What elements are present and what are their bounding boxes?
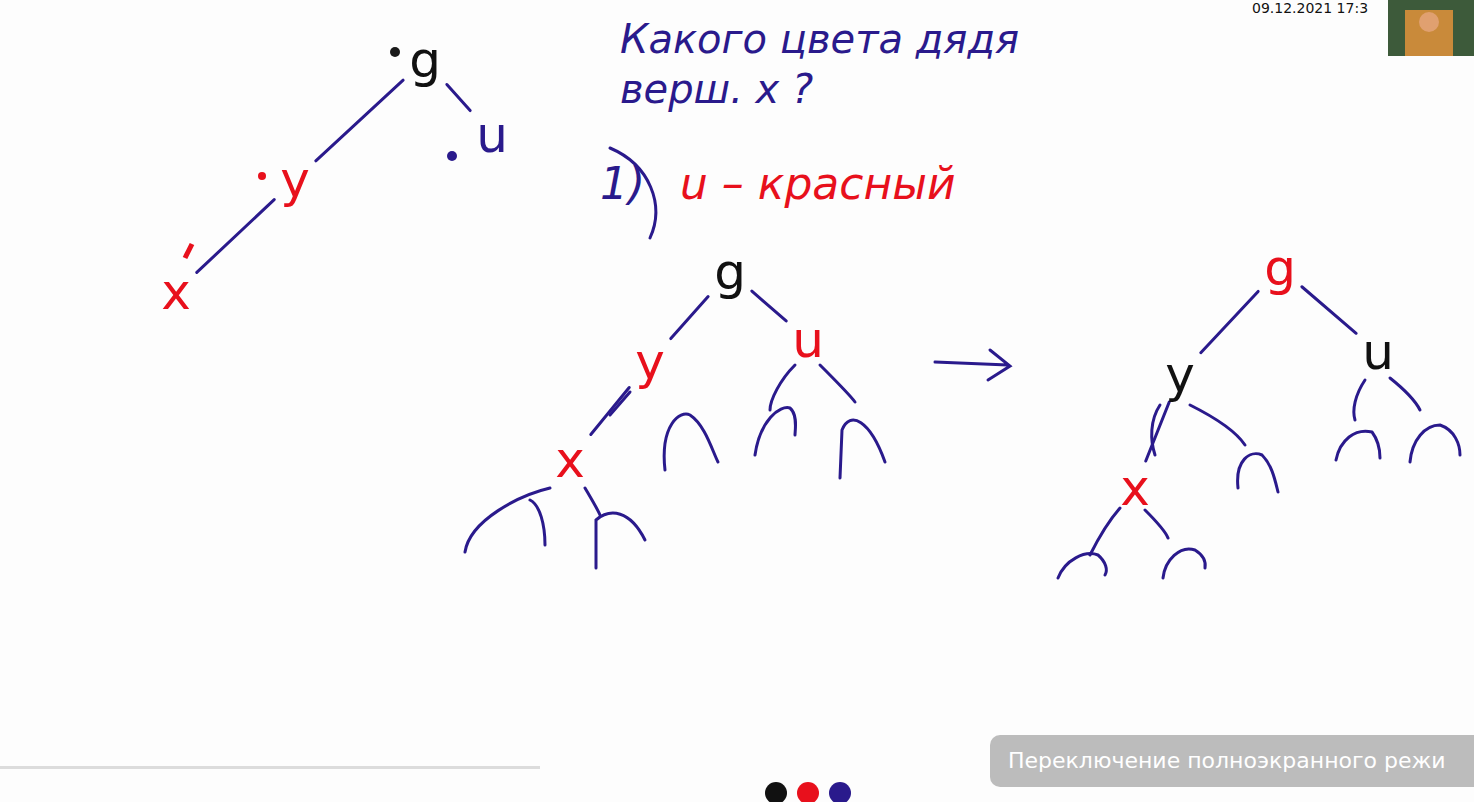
tree-node: u (470, 108, 514, 162)
node-letter: u (1362, 323, 1394, 381)
handwritten-title: Какого цвета дядя верш. x ? (620, 14, 1090, 114)
node-letter: u (476, 106, 508, 164)
note-label: 09.12.2021 17:3 (1252, 0, 1368, 16)
tree-node: x (155, 265, 197, 319)
node-letter: x (1120, 459, 1150, 517)
transform-arrow (935, 350, 1010, 380)
tree-edge (1302, 287, 1356, 334)
tree-edge (1201, 291, 1258, 352)
node-letter: g (714, 243, 746, 301)
tree-node: y (1159, 348, 1201, 402)
node-letter: x (555, 431, 585, 489)
node-letter: y (635, 333, 665, 391)
tree-node: u (786, 313, 830, 367)
tree-edge (1146, 402, 1169, 461)
tree-edge (316, 80, 403, 161)
tree-node: g (1258, 241, 1302, 295)
tree-edge (197, 200, 274, 273)
node-letter: y (1165, 346, 1195, 404)
tree-node: x (1114, 461, 1156, 515)
note-label: u – красный (680, 158, 956, 209)
tree-edge (671, 297, 708, 339)
node-letter: u (792, 311, 824, 369)
tree-node: u (1356, 325, 1400, 379)
node-letter: g (1264, 239, 1296, 297)
node-letter: g (409, 31, 441, 89)
note-label: Переключение полноэкранного режи (1008, 748, 1446, 773)
tree-edge (752, 291, 786, 321)
tree-node: y (629, 335, 671, 389)
note-label: 1) (600, 158, 645, 209)
tree-node: x (549, 433, 591, 487)
tree-node: y (274, 153, 316, 207)
node-letter: y (280, 151, 310, 209)
node-letter: x (161, 263, 191, 321)
tree-edge (591, 387, 629, 434)
tree-node: g (403, 33, 447, 87)
tree-node: g (708, 245, 752, 299)
tree-edge (447, 84, 470, 110)
